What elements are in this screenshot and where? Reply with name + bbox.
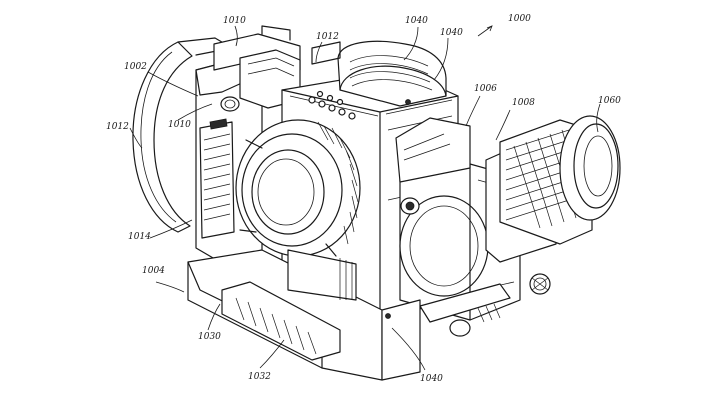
leader-lines: [129, 25, 601, 371]
ref-numeral-1012-top: 1012: [316, 32, 339, 42]
top-vent-module: [311, 40, 447, 107]
ref-numeral-1030: 1030: [198, 332, 221, 342]
ref-numeral-1008: 1008: [512, 98, 535, 108]
lens-mount: [235, 119, 361, 257]
ref-numeral-1060: 1060: [598, 96, 621, 106]
ref-numeral-1040-bottom: 1040: [420, 374, 443, 384]
ref-numeral-1004: 1004: [142, 266, 165, 276]
ref-numeral-1032: 1032: [248, 372, 271, 382]
ref-numeral-1040-top-right: 1040: [440, 28, 463, 38]
rail-clamp: [419, 283, 511, 337]
ref-numeral-1002: 1002: [124, 62, 147, 72]
ref-numeral-1010-top: 1010: [223, 16, 246, 26]
base-plate: [187, 249, 421, 381]
ref-numeral-1010-mid: 1010: [168, 120, 191, 130]
ref-numeral-1014: 1014: [128, 232, 151, 242]
viewfinder: [485, 115, 621, 295]
side-module: [395, 117, 521, 321]
ref-numeral-1040-top-left: 1040: [405, 16, 428, 26]
ref-numeral-1000: 1000: [508, 14, 531, 24]
ref-numeral-1012-left: 1012: [106, 122, 129, 132]
ref-numeral-1006: 1006: [474, 84, 497, 94]
